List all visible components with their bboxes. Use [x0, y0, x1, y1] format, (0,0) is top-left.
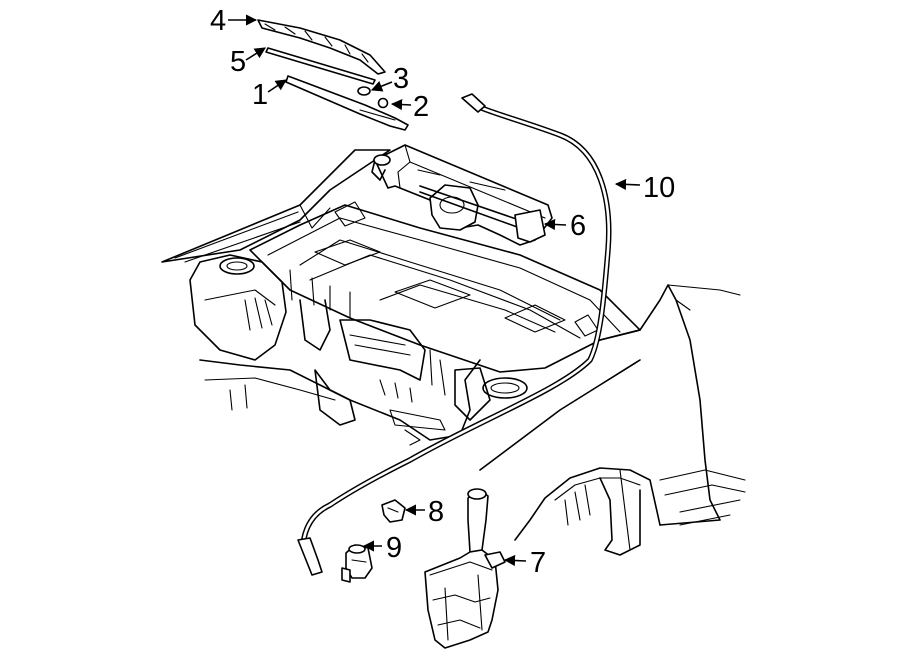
callout-label-5: 5: [230, 46, 246, 78]
callout-6: 6: [543, 210, 586, 242]
callout-10: 10: [614, 172, 675, 204]
callout-4: 4: [210, 5, 258, 37]
callout-label-7: 7: [530, 547, 546, 579]
vehicle-body-structure: [161, 149, 746, 556]
callout-2: 2: [390, 91, 429, 123]
callout-1: 1: [252, 79, 287, 111]
wiper-arm: [285, 75, 409, 131]
callout-label-3: 3: [393, 63, 409, 95]
callout-9: 9: [362, 532, 402, 564]
washer-hose: [297, 93, 612, 576]
callout-label-9: 9: [386, 532, 402, 564]
callout-8: 8: [404, 496, 444, 528]
washer-reservoir: [424, 488, 506, 649]
wiper-blade-assembly: [257, 19, 386, 75]
callout-label-8: 8: [428, 496, 444, 528]
wiper-arm-cap: [357, 86, 371, 96]
callout-5: 5: [230, 46, 266, 78]
callout-label-6: 6: [570, 210, 586, 242]
callout-label-2: 2: [413, 91, 429, 123]
washer-pump: [341, 544, 373, 583]
callout-7: 7: [503, 547, 546, 579]
callout-label-1: 1: [252, 79, 268, 111]
callout-3: 3: [370, 63, 409, 95]
wiper-arm-nut: [377, 97, 389, 109]
callout-label-4: 4: [210, 5, 226, 37]
wiper-transmission-assembly: [371, 144, 553, 246]
callout-label-10: 10: [643, 172, 675, 204]
hose-clip: [381, 499, 406, 523]
